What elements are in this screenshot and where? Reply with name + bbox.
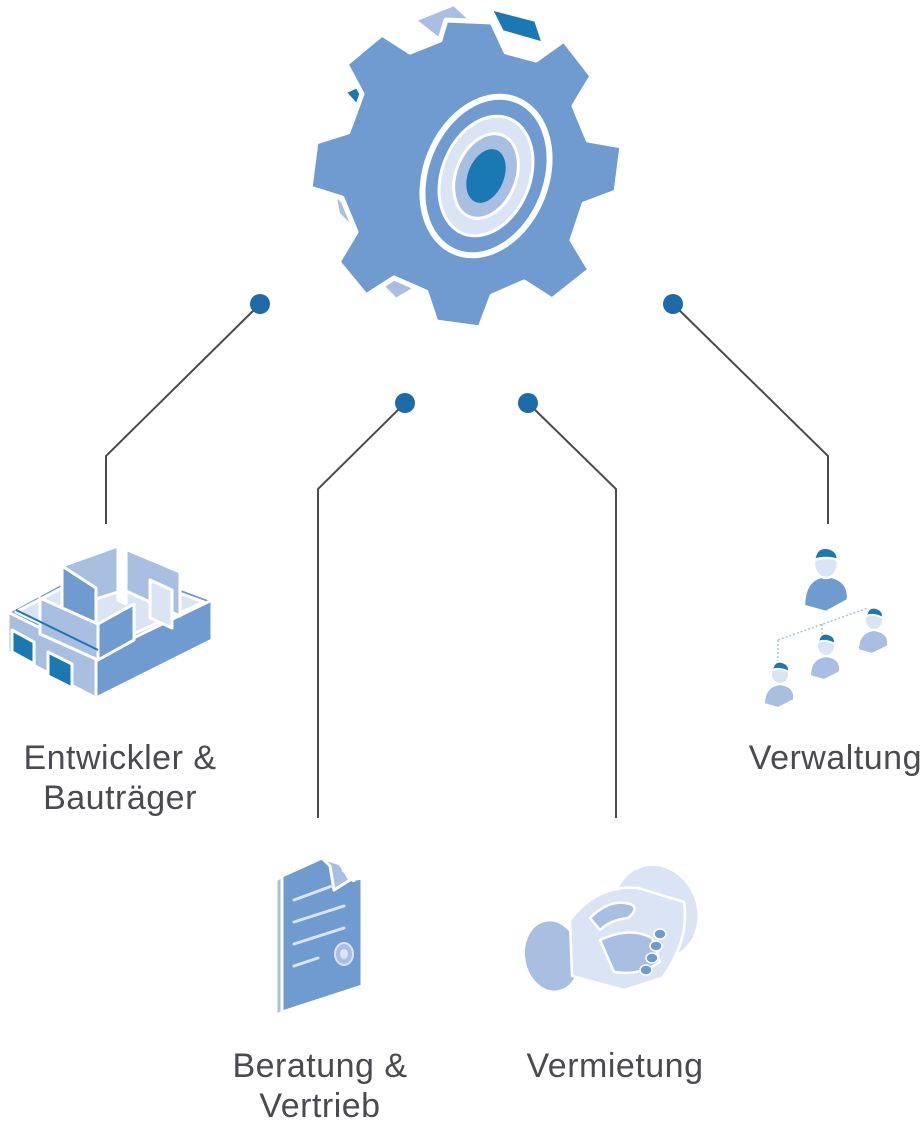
handshake-icon: [522, 863, 700, 994]
label-line: Beratung &: [232, 1047, 408, 1085]
connector-verwaltung: [672, 303, 829, 524]
label-line: Entwickler &: [23, 739, 217, 777]
connector-vermietung: [527, 402, 617, 818]
node-dot: [518, 393, 538, 413]
label-entwickler-bautraeger: Entwickler & Bauträger: [0, 738, 240, 818]
label-line: Verwaltung: [748, 739, 922, 777]
connector-nodes: [250, 294, 683, 413]
node-dot: [250, 294, 270, 314]
node-dot: [395, 393, 415, 413]
connector-entwickler: [105, 303, 261, 524]
connector-beratung: [317, 402, 406, 818]
people-hierarchy-icon: [762, 546, 889, 710]
label-line: Bauträger: [43, 779, 197, 817]
building-floorplan-icon: [6, 544, 214, 700]
node-dot: [663, 294, 683, 314]
gear-icon: [307, 2, 625, 331]
label-line: Vertrieb: [259, 1087, 381, 1125]
connectors: [105, 303, 829, 818]
document-certificate-icon: [274, 856, 364, 1018]
label-vermietung: Vermietung: [500, 1046, 730, 1086]
label-beratung-vertrieb: Beratung & Vertrieb: [205, 1046, 435, 1126]
label-verwaltung: Verwaltung: [718, 738, 922, 778]
label-line: Vermietung: [526, 1047, 704, 1085]
